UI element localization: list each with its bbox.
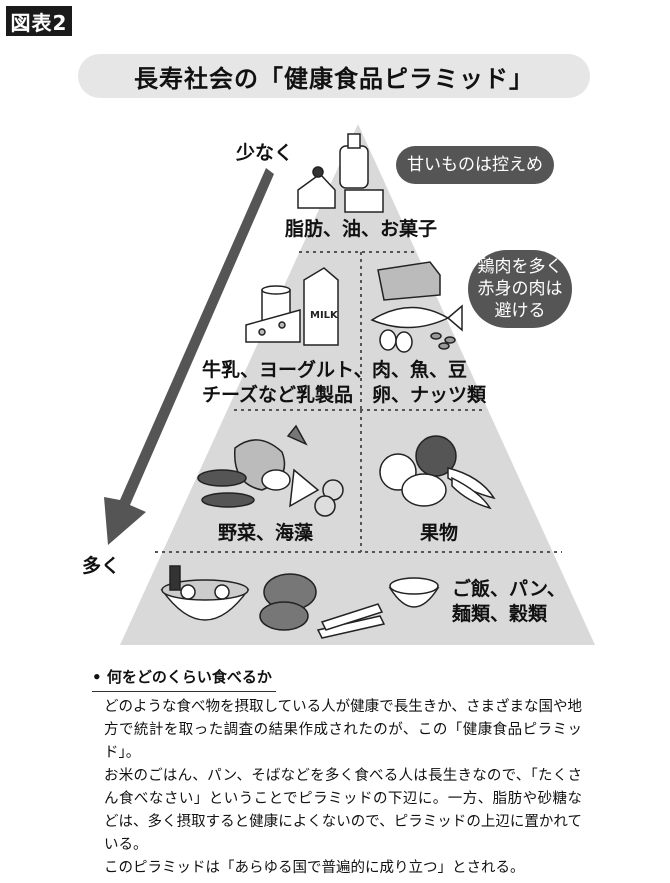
dairy-label: 牛乳、ヨーグルト、 チーズなど乳製品 (202, 358, 373, 408)
body-paragraph: お米のごはん、パン、そばなどを多く食べる人は長生きなので、「たくさん食べなさい」… (104, 768, 582, 853)
body-paragraph: どのような食べ物を摂取している人が健康で長生きか、さまざまな国や地方で統計を取っ… (104, 699, 582, 761)
grains-label: ご飯、パン、 麺類、穀類 (452, 577, 566, 627)
noodles-bread-rice-icon (160, 565, 440, 639)
tier-dividers (155, 251, 562, 553)
pyramid-shape (120, 124, 595, 645)
diagram-title: 長寿社会の「健康食品ピラミッド」 (78, 54, 590, 98)
protein-note-bubble: 鶏肉を多く 赤身の肉は 避ける (468, 250, 572, 328)
arrow-bottom-label: 多く (82, 555, 121, 577)
section-heading-text: 何をどのくらい食べるか (106, 668, 272, 686)
more-less-arrow (104, 168, 274, 545)
grains-label-line: 麺類、穀類 (452, 603, 548, 625)
cake-butter-oil-icon (297, 133, 384, 213)
protein-note-line: 鶏肉を多く (477, 257, 563, 277)
protein-note-line: 避ける (494, 301, 546, 321)
protein-label: 肉、魚、豆 卵、ナッツ類 (372, 358, 486, 408)
protein-label-line: 卵、ナッツ類 (372, 384, 487, 406)
grains-label-line: ご飯、パン、 (452, 578, 566, 600)
meat-fish-egg-nut-icon (370, 261, 463, 353)
svg-text:MILK: MILK (310, 310, 339, 321)
figure-label: 図表2 (6, 6, 72, 36)
bullet-icon: • (92, 668, 107, 686)
food-pyramid: MILK (104, 124, 595, 645)
fruit-icon (379, 435, 496, 510)
top-tier-note-bubble: 甘いものは控えめ (396, 146, 554, 184)
top-tier-label: 脂肪、油、お菓子 (285, 218, 438, 240)
dairy-label-line: チーズなど乳製品 (202, 384, 354, 406)
dairy-label-line: 牛乳、ヨーグルト、 (202, 359, 373, 381)
section-body: どのような食べ物を摂取している人が健康で長生きか、さまざまな国や地方で統計を取っ… (104, 696, 582, 880)
vegetables-icon (197, 424, 344, 517)
fruit-label: 果物 (420, 522, 459, 544)
section-heading: • 何をどのくらい食べるか (92, 666, 276, 692)
arrow-top-label: 少なく (236, 142, 294, 164)
body-paragraph: このピラミッドは「あらゆる国で普遍的に成り立つ」とされる。 (104, 860, 525, 876)
protein-note-line: 赤身の肉は (477, 279, 563, 299)
protein-label-line: 肉、魚、豆 (372, 359, 468, 381)
milk-cheese-yogurt-icon: MILK (245, 267, 339, 346)
vegetables-label: 野菜、海藻 (218, 522, 314, 544)
